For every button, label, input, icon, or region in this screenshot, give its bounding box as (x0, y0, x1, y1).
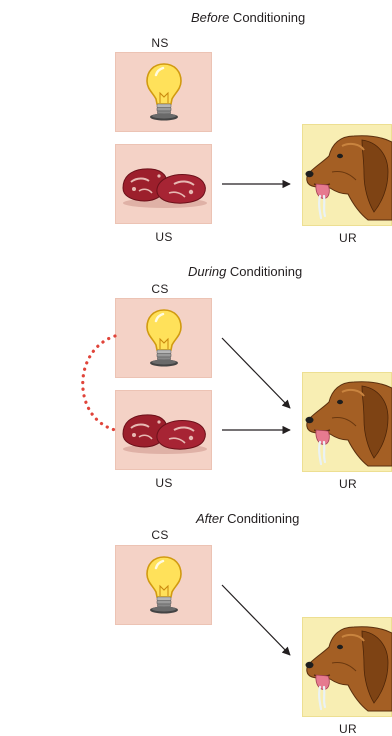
during-cs-to-ur-arrow (222, 338, 290, 408)
after-cs-to-ur-arrow (222, 585, 290, 655)
pairing-dotted-arc (83, 336, 115, 430)
